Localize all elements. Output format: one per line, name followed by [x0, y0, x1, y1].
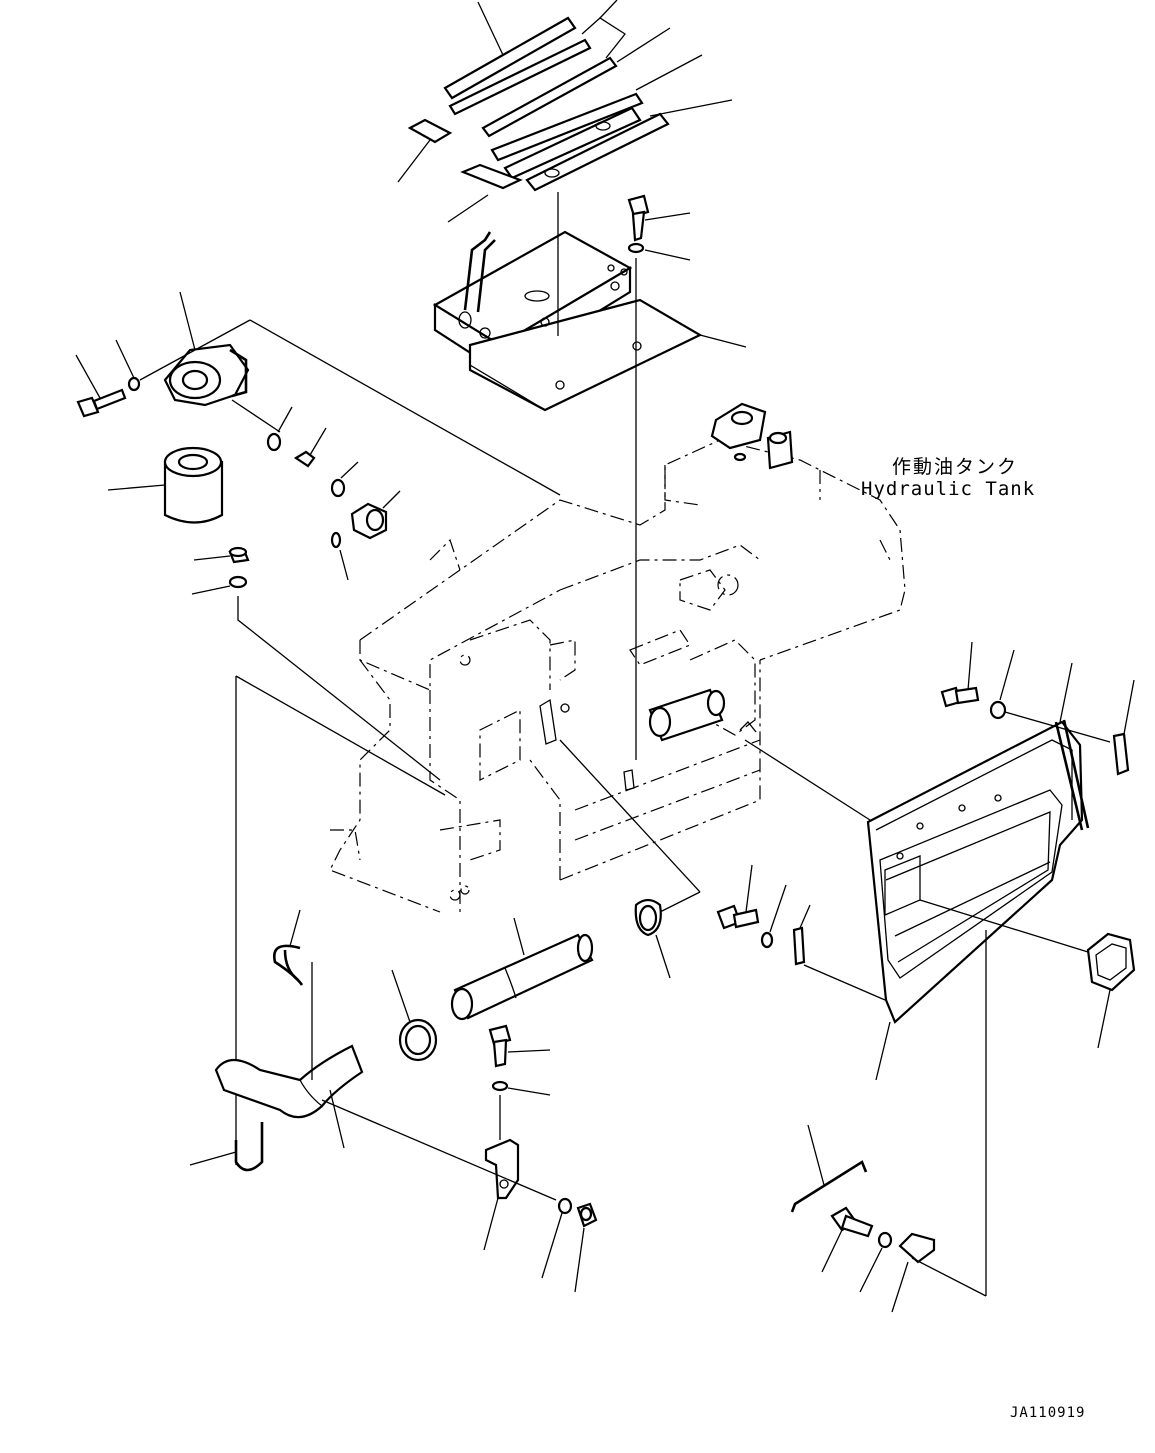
lock-latch	[919, 899, 1136, 1049]
hydraulic-tank-label-jp: 作動油タンク	[892, 456, 1019, 478]
clamp-centre	[391, 969, 438, 1062]
hydraulic-tank-outline	[329, 439, 906, 913]
step-bracket	[432, 230, 747, 412]
latch-bolt-mid	[716, 739, 886, 1001]
filter-bolt	[75, 339, 141, 418]
side-cover-panel	[866, 719, 1090, 1081]
hose-elbow	[214, 1044, 364, 1149]
hose-straight	[450, 917, 594, 1021]
pipe-bracket	[321, 1099, 598, 1293]
leader-lines-top	[397, 0, 733, 223]
filler-cap	[710, 402, 794, 470]
step-pad-stack	[407, 16, 670, 192]
bracket-bolt	[488, 1024, 551, 1140]
small-fittings	[266, 406, 401, 581]
suction-pipe	[648, 688, 757, 742]
u-bolt	[189, 1122, 264, 1172]
nut-washer-left	[191, 546, 250, 595]
clamp-right	[559, 739, 701, 979]
step-bolt	[627, 194, 691, 261]
drawing-code: JA110919	[1010, 1405, 1086, 1421]
lower-striker	[790, 930, 987, 1313]
clamp-top-left	[273, 909, 313, 1080]
filter-head	[163, 291, 250, 407]
hydraulic-tank-label-en: Hydraulic Tank	[861, 478, 1036, 500]
panel-bolt	[940, 641, 1135, 776]
filter-element	[107, 446, 224, 524]
